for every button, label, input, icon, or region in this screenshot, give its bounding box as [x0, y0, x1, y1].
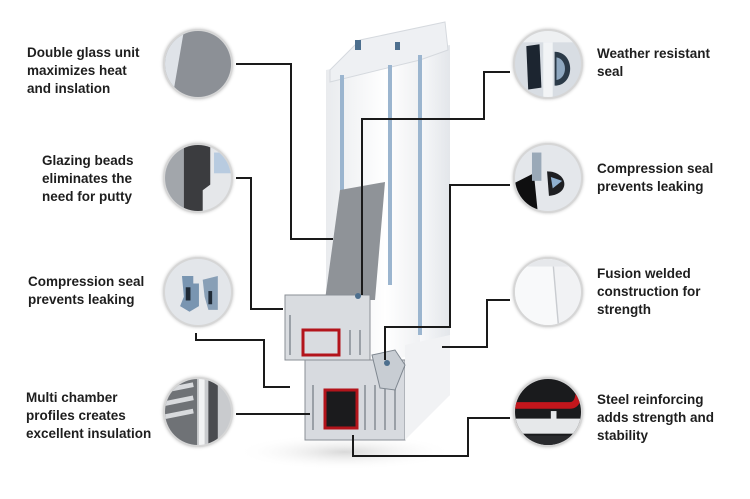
welded-corner-icon	[513, 257, 583, 327]
connector-weather-seal	[361, 71, 510, 295]
label-line: maximizes heat	[27, 63, 127, 78]
label-line: need for putty	[42, 189, 132, 204]
multi-chamber-icon	[163, 377, 233, 447]
connector-steel-reinforcing	[352, 417, 510, 457]
label-line: Compression seal	[597, 161, 714, 176]
label-line: Weather resistant	[597, 46, 711, 61]
connector-compression-seal-right	[384, 184, 510, 360]
label-line: Multi chamber	[26, 390, 118, 405]
profile-shadow	[235, 434, 455, 470]
steel-reinforcement-icon	[513, 377, 583, 447]
label-line: Compression seal	[28, 274, 145, 289]
connector-double-glass	[236, 63, 333, 240]
feature-label-compression-seal-left: Compression seal prevents leaking	[28, 273, 144, 309]
label-line: Glazing beads	[42, 153, 134, 168]
connector-compression-seal-left	[195, 333, 290, 388]
sill-white	[405, 335, 450, 440]
glass-edge-blue	[418, 55, 422, 335]
compression-seal-shape	[371, 349, 406, 391]
feature-label-double-glass: Double glass unit maximizes heat and ins…	[27, 44, 140, 98]
glass-pane-icon	[163, 29, 233, 99]
feature-label-weather-seal: Weather resistant seal	[597, 45, 710, 81]
feature-label-steel-reinforcing: Steel reinforcing adds strength and stab…	[597, 391, 714, 445]
label-line: and inslation	[27, 81, 111, 96]
compression-seal-icon	[513, 143, 583, 213]
glazing-bead-icon	[163, 143, 233, 213]
weather-seal-icon	[513, 29, 583, 99]
compression-seal-icon	[163, 257, 233, 327]
label-line: stability	[597, 428, 649, 443]
sash-profile	[284, 294, 371, 361]
label-line: prevents leaking	[28, 292, 135, 307]
label-line: prevents leaking	[597, 179, 704, 194]
label-line: excellent insulation	[26, 426, 152, 441]
steel-reinforcement-lower	[323, 388, 359, 430]
label-line: Double glass unit	[27, 45, 140, 60]
connector-fusion-welded	[442, 299, 510, 348]
seal-dot	[384, 360, 390, 366]
feature-label-glazing-beads: Glazing beads eliminates the need for pu…	[42, 152, 134, 206]
glass-edge-blue	[388, 65, 392, 285]
label-line: seal	[597, 64, 624, 79]
chamber-ribs	[289, 315, 396, 430]
label-line: Fusion welded	[597, 266, 691, 281]
top-seal	[395, 42, 400, 50]
label-line: profiles creates	[26, 408, 126, 423]
feature-label-compression-seal-right: Compression seal prevents leaking	[597, 160, 713, 196]
glass-pane	[325, 182, 385, 300]
label-line: adds strength and	[597, 410, 715, 425]
label-line: eliminates the	[42, 171, 133, 186]
label-line: Steel reinforcing	[597, 392, 704, 407]
seal-dot	[355, 293, 361, 299]
glass-edge-blue	[340, 75, 344, 295]
label-line: strength	[597, 302, 651, 317]
feature-label-multi-chamber: Multi chamber profiles creates excellent…	[26, 389, 151, 443]
connector-glazing-beads	[236, 177, 283, 310]
steel-reinforcement-upper	[301, 328, 341, 357]
top-seal	[355, 40, 361, 50]
feature-label-fusion-welded: Fusion welded construction for strength	[597, 265, 701, 319]
label-line: construction for	[597, 284, 701, 299]
